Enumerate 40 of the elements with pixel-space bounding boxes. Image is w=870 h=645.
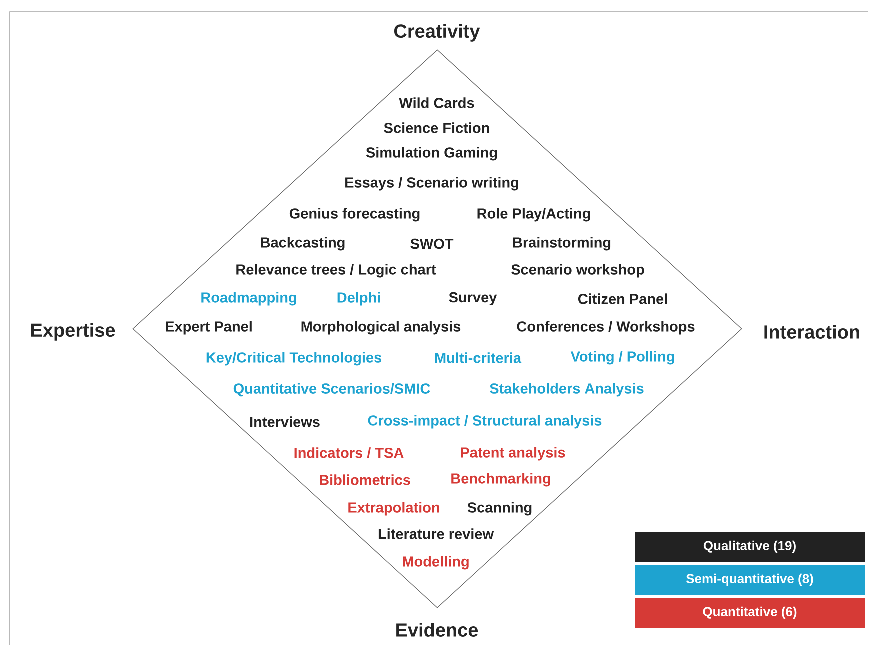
method-label: Stakeholders Analysis — [490, 383, 644, 397]
method-label: Simulation Gaming — [366, 147, 498, 161]
method-label: Bibliometrics — [320, 474, 410, 486]
method-label: Literature review — [378, 528, 494, 540]
legend-box: Quantitative (6) — [635, 598, 865, 628]
method-label: Relevance trees / Logic chart — [236, 264, 436, 278]
method-label: Wild Cards — [399, 98, 474, 108]
method-label: Multi-criteria — [435, 352, 522, 364]
method-label: Patent analysis — [461, 447, 566, 461]
method-label: Quantitative Scenarios/SMIC — [234, 383, 430, 397]
method-label: Modelling — [403, 556, 469, 570]
corner-label: Expertise — [32, 323, 116, 341]
corner-label: Creativity — [394, 24, 480, 42]
method-label: Scanning — [468, 502, 532, 516]
method-label: Genius forecasting — [290, 208, 420, 222]
method-label: Role Play/Acting — [478, 208, 590, 222]
method-label: Benchmarking — [452, 473, 550, 487]
method-label: Morphological analysis — [302, 321, 461, 335]
corner-label: Evidence — [396, 623, 478, 637]
method-label: Backcasting — [261, 237, 345, 251]
method-label: Scenario workshop — [512, 264, 644, 278]
method-label: Science Fiction — [384, 122, 490, 134]
method-label: SWOT — [410, 238, 454, 250]
method-label: Key/Critical Technologies — [206, 352, 382, 366]
corner-label: Interaction — [764, 325, 860, 339]
method-label: Survey — [449, 292, 498, 306]
method-label: Expert Panel — [166, 321, 252, 335]
method-label: Interviews — [250, 416, 320, 428]
method-label: Delphi — [338, 292, 380, 306]
method-label: Roadmapping — [202, 292, 296, 306]
legend-box: Qualitative (19) — [635, 532, 865, 562]
method-label: Conferences / Workshops — [517, 321, 695, 335]
method-label: Voting / Polling — [570, 351, 674, 365]
method-label: Extrapolation — [348, 502, 440, 516]
legend-box: Semi-quantitative (8) — [635, 564, 865, 595]
method-label: Brainstorming — [513, 237, 611, 251]
method-label: Cross-impact / Structural analysis — [368, 415, 602, 429]
method-label: Essays / Scenario writing — [346, 177, 518, 191]
method-label: Indicators / TSA — [294, 448, 404, 458]
method-label: Citizen Panel — [578, 294, 668, 304]
